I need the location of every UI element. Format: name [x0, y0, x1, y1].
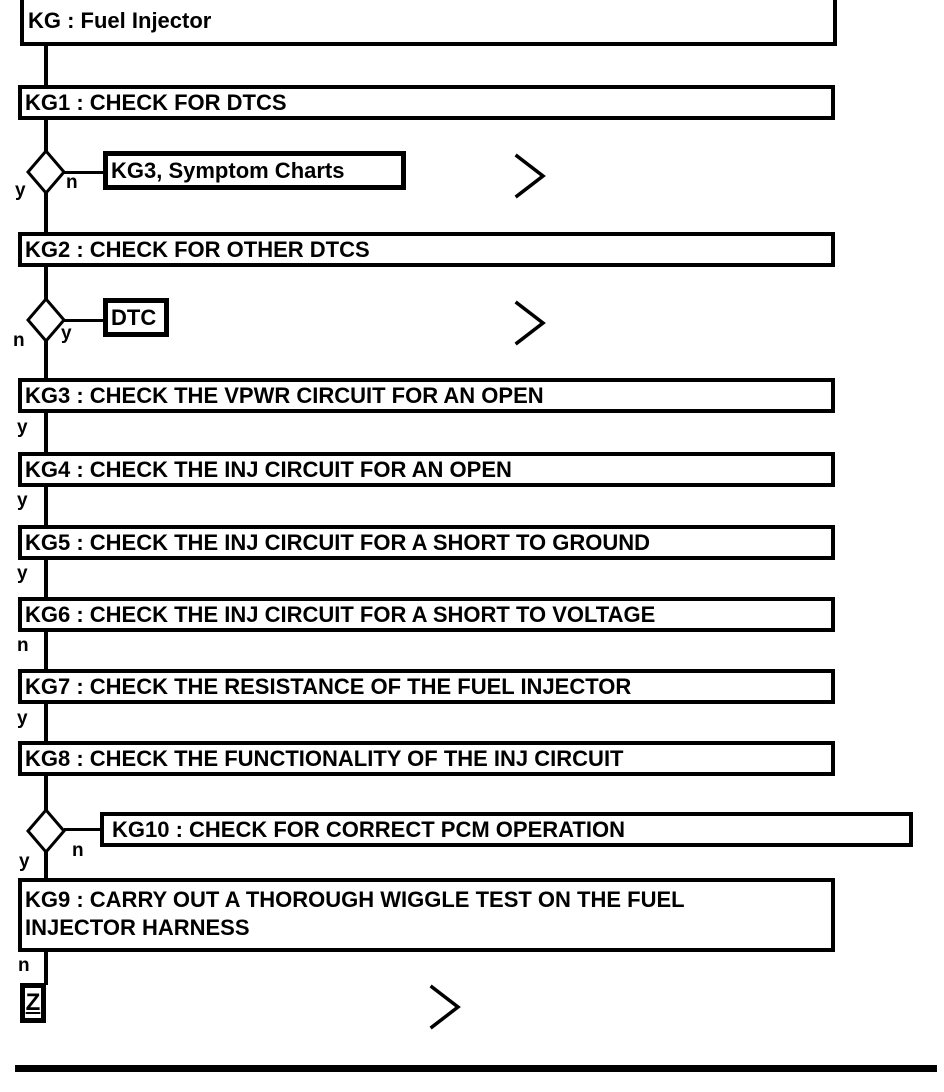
connector-line	[44, 560, 48, 597]
edge-label-d1-down: y	[15, 180, 26, 201]
ref-label: KG3, Symptom Charts	[111, 158, 345, 183]
edge-label-d1-side: n	[66, 172, 78, 193]
terminal-label: Z	[25, 989, 41, 1016]
connector-line	[44, 852, 48, 878]
step-box-kg8[interactable]: KG8 : CHECK THE FUNCTIONALITY OF THE INJ…	[18, 741, 835, 776]
step-label: KG10 : CHECK FOR CORRECT PCM OPERATION	[112, 817, 625, 842]
branch-line	[62, 171, 103, 174]
edge-label-kg6-out: n	[17, 635, 29, 656]
offpage-chevron-icon[interactable]	[513, 300, 547, 346]
step-box-kg1[interactable]: KG1 : CHECK FOR DTCS	[18, 85, 835, 120]
decision-diamond-icon	[26, 297, 66, 343]
connector-line	[44, 413, 48, 452]
ref-box-dtc[interactable]: DTC	[103, 298, 169, 337]
connector-line	[44, 704, 48, 741]
connector-line	[44, 120, 48, 152]
edge-label-d3-down: y	[19, 851, 30, 872]
page-divider	[15, 1065, 937, 1072]
edge-label-kg4-out: y	[17, 490, 28, 511]
step-box-kg3[interactable]: KG3 : CHECK THE VPWR CIRCUIT FOR AN OPEN	[18, 378, 835, 413]
offpage-chevron-icon[interactable]	[513, 153, 547, 199]
decision-diamond-icon	[26, 808, 66, 854]
step-box-kg4[interactable]: KG4 : CHECK THE INJ CIRCUIT FOR AN OPEN	[18, 452, 835, 487]
edge-label-d3-side: n	[72, 840, 84, 861]
edge-label-d2-down: n	[13, 330, 25, 351]
step-label: KG6 : CHECK THE INJ CIRCUIT FOR A SHORT …	[25, 602, 656, 627]
decision-diamond-icon	[26, 149, 66, 195]
step-label: KG2 : CHECK FOR OTHER DTCS	[25, 237, 370, 262]
edge-label-d2-side: y	[61, 323, 72, 344]
step-label: KG1 : CHECK FOR DTCS	[25, 90, 287, 115]
step-label: KG7 : CHECK THE RESISTANCE OF THE FUEL I…	[25, 674, 632, 699]
flowchart-title-box: KG : Fuel Injector	[20, 0, 837, 46]
edge-label-kg7-out: y	[17, 708, 28, 729]
connector-line	[44, 776, 48, 810]
edge-label-kg3-out: y	[17, 417, 28, 438]
connector-line	[44, 952, 48, 985]
connector-line	[44, 341, 48, 378]
ref-label: DTC	[111, 305, 157, 330]
connector-line	[44, 46, 48, 85]
connector-line	[44, 487, 48, 525]
edge-label-kg9-out: n	[18, 955, 30, 976]
step-box-kg2[interactable]: KG2 : CHECK FOR OTHER DTCS	[18, 232, 835, 267]
ref-box-symptom-charts[interactable]: KG3, Symptom Charts	[103, 151, 406, 190]
branch-line	[62, 319, 103, 322]
flowchart-title: KG : Fuel Injector	[28, 8, 212, 33]
step-box-kg6[interactable]: KG6 : CHECK THE INJ CIRCUIT FOR A SHORT …	[18, 597, 835, 632]
step-label: KG8 : CHECK THE FUNCTIONALITY OF THE INJ…	[25, 746, 624, 771]
step-label: KG5 : CHECK THE INJ CIRCUIT FOR A SHORT …	[25, 530, 650, 555]
branch-line	[64, 828, 100, 831]
step-label: KG4 : CHECK THE INJ CIRCUIT FOR AN OPEN	[25, 457, 512, 482]
step-box-kg10[interactable]: KG10 : CHECK FOR CORRECT PCM OPERATION	[100, 812, 913, 847]
offpage-chevron-icon[interactable]	[428, 984, 462, 1030]
connector-line	[44, 632, 48, 669]
step-box-kg7[interactable]: KG7 : CHECK THE RESISTANCE OF THE FUEL I…	[18, 669, 835, 704]
step-box-kg5[interactable]: KG5 : CHECK THE INJ CIRCUIT FOR A SHORT …	[18, 525, 835, 560]
connector-line	[44, 267, 48, 299]
step-label: KG3 : CHECK THE VPWR CIRCUIT FOR AN OPEN	[25, 383, 544, 408]
step-box-kg9[interactable]: KG9 : CARRY OUT A THOROUGH WIGGLE TEST O…	[18, 878, 835, 952]
connector-line	[44, 193, 48, 232]
terminal-box-z[interactable]: Z	[20, 983, 46, 1023]
step-label: KG9 : CARRY OUT A THOROUGH WIGGLE TEST O…	[25, 887, 685, 940]
edge-label-kg5-out: y	[17, 563, 28, 584]
